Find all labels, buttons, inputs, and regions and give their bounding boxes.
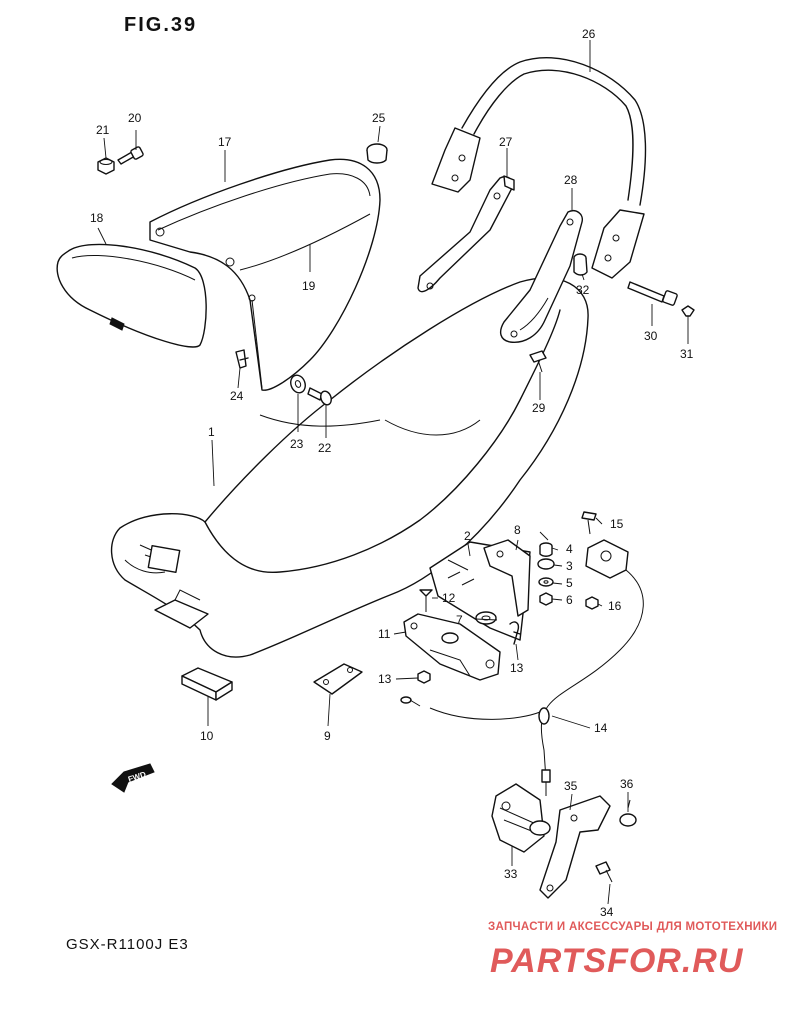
part-27-bracket-left[interactable] (417, 175, 515, 293)
part-8-bracket[interactable] (483, 539, 531, 617)
callout-numbers: 1 2 3 4 5 6 7 8 9 10 11 12 13 13 14 15 1… (90, 27, 694, 919)
part-12-screw[interactable] (419, 589, 433, 612)
part-5-washer[interactable] (538, 577, 554, 587)
part-9-plate[interactable] (313, 663, 363, 695)
callout-35: 35 (564, 779, 578, 793)
callout-34: 34 (600, 905, 614, 919)
part-13-nut-lower[interactable] (417, 670, 431, 684)
callout-32: 32 (576, 283, 590, 297)
model-label: GSX-R1100J E3 (66, 936, 189, 953)
part-4-bushing[interactable] (539, 542, 553, 557)
leader-lines (97, 40, 689, 905)
part-32-collar[interactable] (573, 253, 588, 276)
part-22-bolt[interactable] (307, 387, 333, 406)
part-16-cable-holder[interactable] (585, 539, 629, 610)
callout-18: 18 (90, 211, 104, 225)
part-28-bracket-right[interactable] (499, 210, 583, 343)
callout-4: 4 (566, 542, 573, 556)
callout-2: 2 (464, 529, 471, 543)
part-10-cushion[interactable] (181, 667, 233, 701)
part-36-screw[interactable] (619, 799, 637, 827)
part-35-bracket[interactable] (539, 795, 611, 899)
part-1-seat[interactable] (110, 277, 589, 658)
part-18-pad[interactable] (56, 243, 207, 348)
part-3-spring[interactable] (537, 558, 555, 570)
callout-31: 31 (680, 347, 694, 361)
part-25-grommet[interactable] (366, 143, 388, 164)
callout-15: 15 (610, 517, 624, 531)
callout-7: 7 (456, 613, 463, 627)
callout-14: 14 (594, 721, 608, 735)
callout-16: 16 (608, 599, 622, 613)
callout-22: 22 (318, 441, 332, 455)
callout-12: 12 (442, 591, 456, 605)
callout-13-lower: 13 (378, 672, 392, 686)
callout-28: 28 (564, 173, 578, 187)
part-24-clip[interactable] (235, 349, 249, 369)
watermark-logo: PARTSFOR.RU (490, 942, 744, 980)
part-15-screw[interactable] (581, 511, 597, 535)
part-17-seat-cowl[interactable] (149, 158, 381, 391)
callout-24: 24 (230, 389, 244, 403)
watermark-logo-text: PARTSFOR.RU (490, 942, 744, 980)
part-31-cap[interactable] (681, 305, 695, 317)
callout-23: 23 (290, 437, 304, 451)
callout-27: 27 (499, 135, 513, 149)
callout-5: 5 (566, 576, 573, 590)
part-20-screw[interactable] (117, 146, 144, 165)
callout-13-upper: 13 (510, 661, 524, 675)
figure-title: FIG.39 (124, 14, 198, 36)
callout-20: 20 (128, 111, 142, 125)
callout-36: 36 (620, 777, 634, 791)
part-34-screw[interactable] (595, 861, 613, 883)
part-13-clip-upper[interactable] (509, 621, 521, 645)
callout-21: 21 (96, 123, 110, 137)
callout-8: 8 (514, 523, 521, 537)
callout-1: 1 (208, 425, 215, 439)
callout-6: 6 (566, 593, 573, 607)
callout-30: 30 (644, 329, 658, 343)
callout-25: 25 (372, 111, 386, 125)
callout-33: 33 (504, 867, 518, 881)
callout-10: 10 (200, 729, 214, 743)
part-29-bolt[interactable] (529, 350, 547, 373)
watermark-tagline: ЗАПЧАСТИ И АКСЕССУАРЫ ДЛЯ МОТОТЕХНИКИ (488, 921, 778, 933)
callout-3: 3 (566, 559, 573, 573)
part-30-bolt[interactable] (627, 281, 678, 306)
callout-9: 9 (324, 729, 331, 743)
part-21-nut[interactable] (97, 157, 115, 175)
part-7-cap[interactable] (475, 611, 497, 625)
fwd-arrow-icon: FWD (111, 763, 155, 793)
callout-29: 29 (532, 401, 546, 415)
part-23-washer[interactable] (288, 373, 307, 395)
part-26-grab-rail[interactable] (431, 57, 647, 279)
callout-19: 19 (302, 279, 316, 293)
part-11-latch-base[interactable] (403, 613, 501, 681)
part-6-nut[interactable] (539, 592, 553, 606)
callout-17: 17 (218, 135, 232, 149)
callout-26: 26 (582, 27, 596, 41)
part-33-lock-cylinder[interactable] (491, 783, 551, 853)
part-14-cable[interactable] (400, 569, 644, 796)
callout-11: 11 (378, 627, 391, 641)
